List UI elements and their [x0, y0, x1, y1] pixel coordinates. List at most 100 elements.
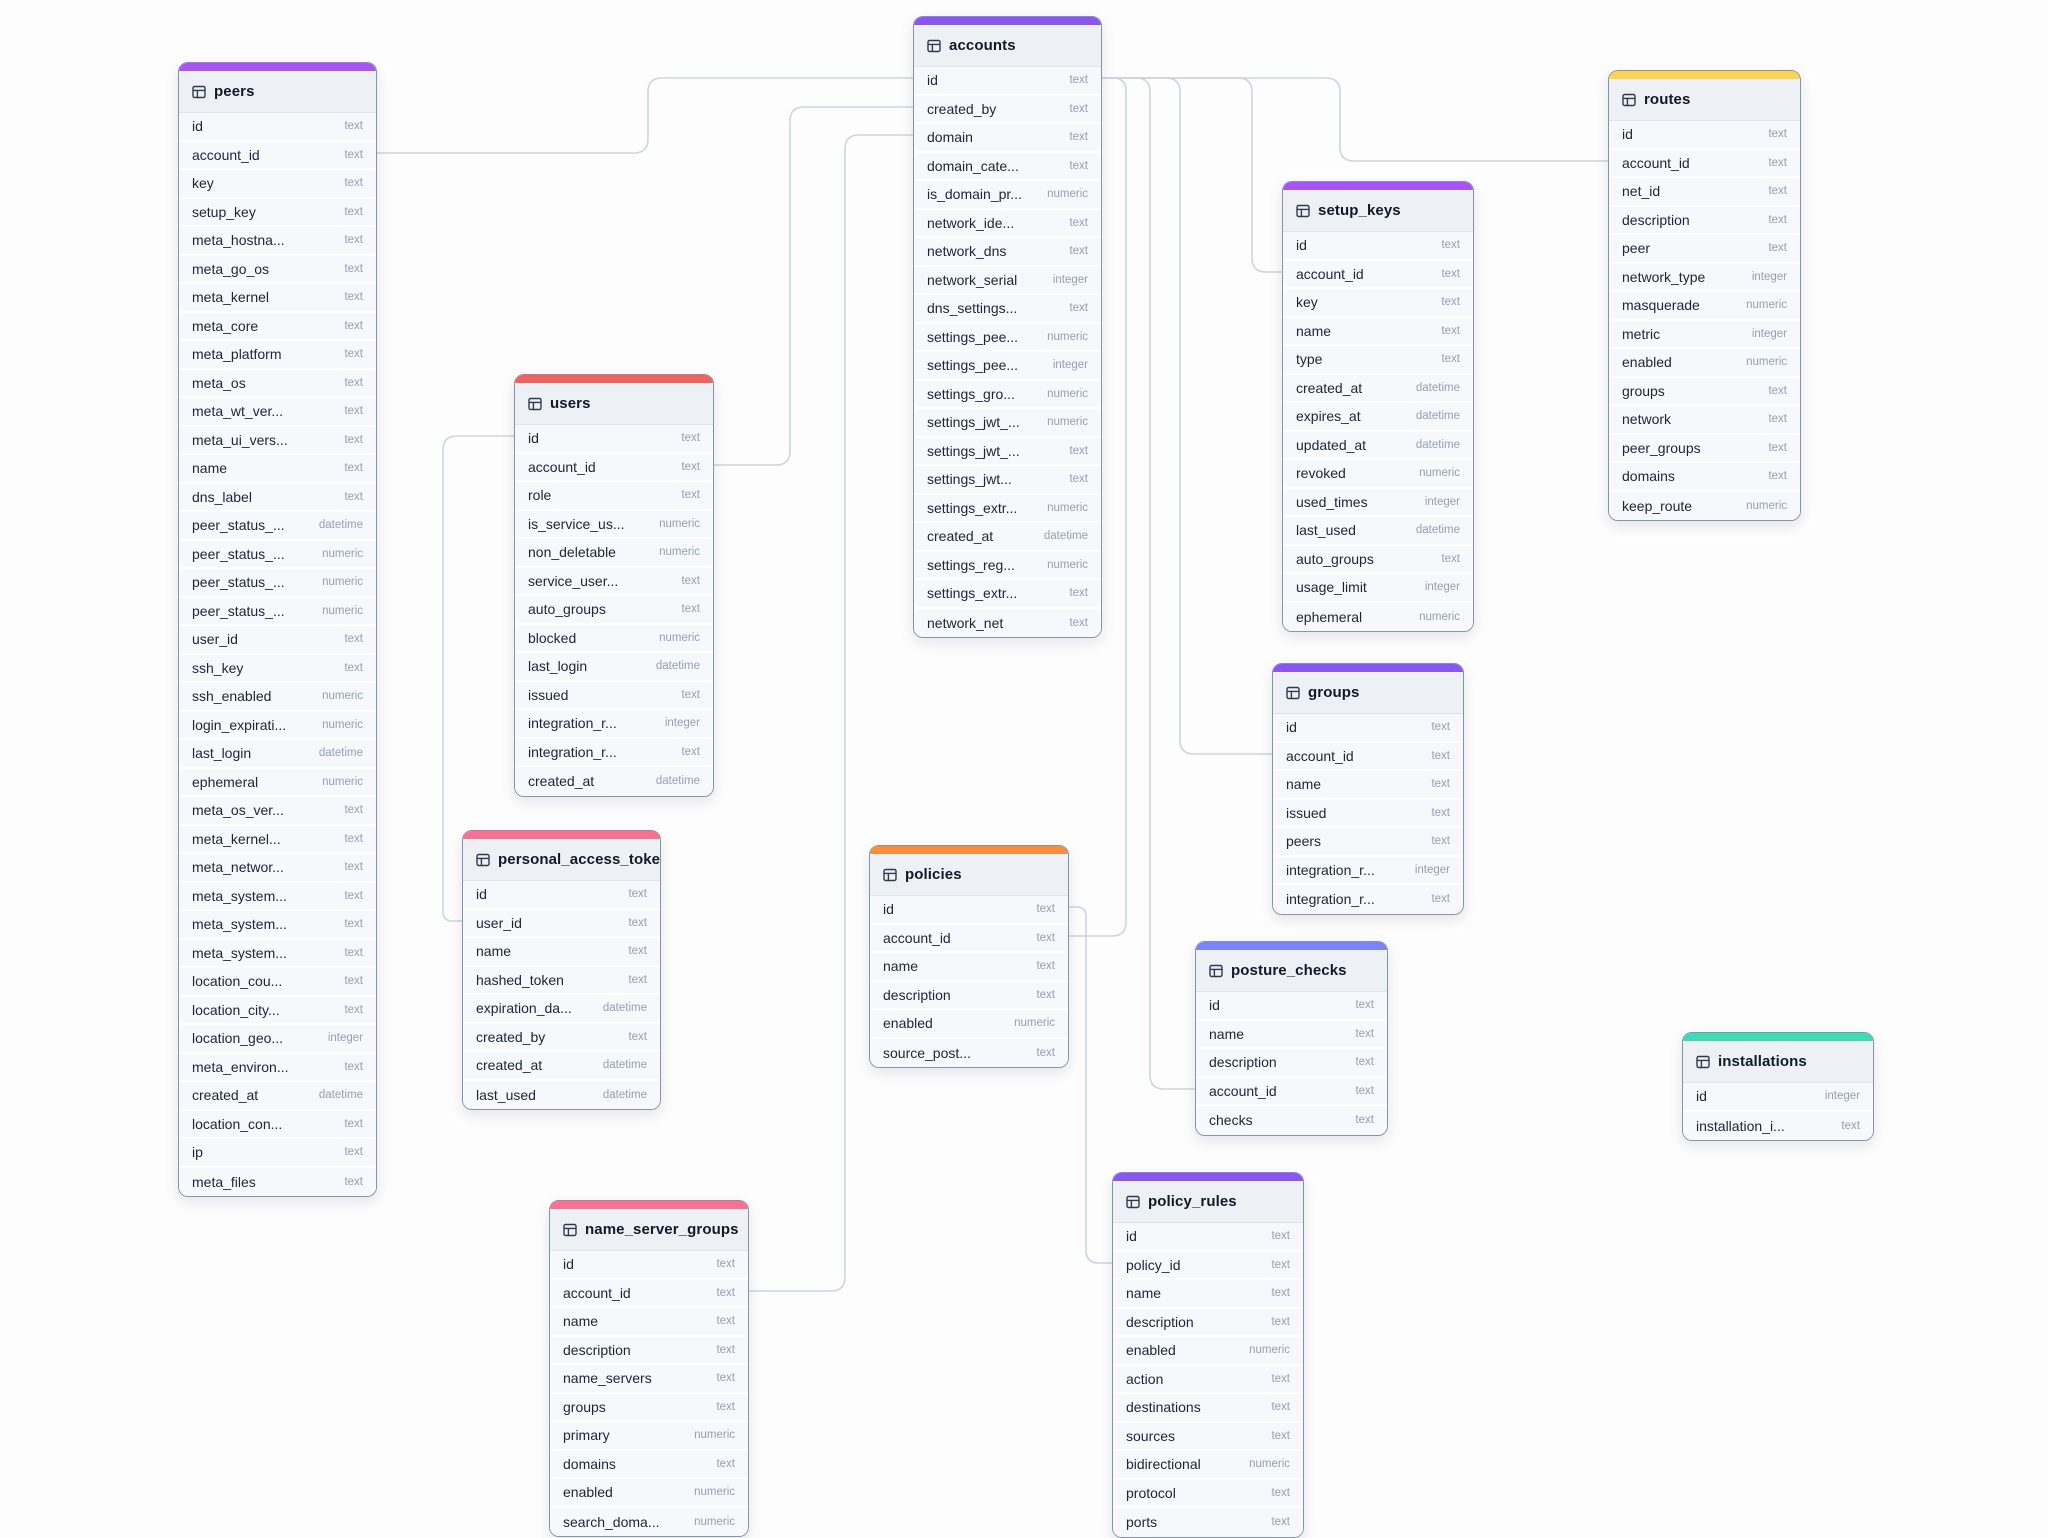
- field-row: is_domain_pr... numeric: [914, 181, 1101, 210]
- table-card-peers[interactable]: peers id text account_id text key text s…: [178, 62, 377, 1197]
- field-type: text: [1036, 960, 1055, 973]
- field-name: id: [1696, 1088, 1707, 1105]
- field-row: dns_settings... text: [914, 295, 1101, 324]
- field-row: is_service_us... numeric: [515, 510, 713, 539]
- field-type: text: [681, 489, 700, 502]
- field-type: text: [344, 120, 363, 133]
- field-type: datetime: [318, 1089, 363, 1102]
- table-card-name_server_groups[interactable]: name_server_groups id text account_id te…: [549, 1200, 749, 1537]
- table-card-policy_rules[interactable]: policy_rules id text policy_id text name…: [1112, 1172, 1304, 1538]
- table-card-users[interactable]: users id text account_id text role text …: [514, 374, 714, 797]
- field-name: user_id: [476, 914, 522, 931]
- field-type: integer: [1424, 581, 1460, 594]
- field-row: id text: [870, 896, 1068, 925]
- field-type: numeric: [694, 1429, 735, 1442]
- field-type: text: [716, 1400, 735, 1413]
- relationship-users.account_id-to-accounts.created_by: [712, 106, 913, 466]
- field-row: network_serial integer: [914, 266, 1101, 295]
- field-type: integer: [1424, 495, 1460, 508]
- table-header: personal_access_tokens: [463, 839, 660, 881]
- field-type: text: [681, 574, 700, 587]
- table-accent-bar: [1683, 1033, 1873, 1041]
- field-type: text: [344, 262, 363, 275]
- field-name: meta_ui_vers...: [192, 431, 288, 448]
- field-type: text: [1441, 267, 1460, 280]
- field-row: last_login datetime: [179, 740, 376, 769]
- table-card-posture_checks[interactable]: posture_checks id text name text descrip…: [1195, 941, 1388, 1136]
- field-type: text: [344, 861, 363, 874]
- field-name: last_login: [528, 658, 588, 675]
- field-row: settings_reg... numeric: [914, 551, 1101, 580]
- field-name: integration_r...: [1286, 891, 1375, 908]
- field-type: text: [1441, 353, 1460, 366]
- relationship-accounts.id-to-routes.account_id: [1100, 77, 1608, 162]
- field-name: dns_label: [192, 488, 252, 505]
- field-type: text: [1069, 216, 1088, 229]
- table-icon: [1126, 1195, 1140, 1208]
- field-row: id text: [179, 113, 376, 142]
- table-card-policies[interactable]: policies id text account_id text name te…: [869, 845, 1069, 1068]
- field-type: text: [1441, 239, 1460, 252]
- field-row: search_doma... numeric: [550, 1507, 748, 1536]
- field-row: metric integer: [1609, 320, 1800, 349]
- field-type: text: [344, 205, 363, 218]
- field-type: numeric: [1746, 299, 1787, 312]
- field-row: integration_r... integer: [1273, 856, 1463, 885]
- field-row: ephemeral numeric: [179, 768, 376, 797]
- field-row: meta_system... text: [179, 939, 376, 968]
- field-row: settings_pee... numeric: [914, 323, 1101, 352]
- field-row: blocked numeric: [515, 624, 713, 653]
- table-card-groups[interactable]: groups id text account_id text name text…: [1272, 663, 1464, 915]
- field-row: meta_go_os text: [179, 255, 376, 284]
- table-header: posture_checks: [1196, 950, 1387, 992]
- table-card-personal_access_tokens[interactable]: personal_access_tokens id text user_id t…: [462, 830, 661, 1110]
- table-card-routes[interactable]: routes id text account_id text net_id te…: [1608, 70, 1801, 521]
- field-name: settings_jwt...: [927, 471, 1012, 488]
- field-name: id: [1286, 719, 1297, 736]
- field-name: name: [1126, 1285, 1162, 1302]
- field-row: settings_jwt_... text: [914, 437, 1101, 466]
- field-type: text: [681, 688, 700, 701]
- field-row: name text: [179, 455, 376, 484]
- field-type: numeric: [1014, 1017, 1055, 1030]
- field-type: text: [1431, 893, 1450, 906]
- field-type: text: [628, 945, 647, 958]
- field-type: text: [1355, 999, 1374, 1012]
- field-row: created_at datetime: [515, 767, 713, 796]
- field-type: text: [344, 975, 363, 988]
- field-row: meta_os text: [179, 369, 376, 398]
- field-row: revoked numeric: [1283, 460, 1473, 489]
- field-type: text: [344, 832, 363, 845]
- field-name: account_id: [1286, 747, 1354, 764]
- field-name: issued: [1286, 804, 1327, 821]
- field-name: enabled: [1126, 1342, 1176, 1359]
- field-name: account_id: [883, 929, 951, 946]
- table-header: setup_keys: [1283, 190, 1473, 232]
- field-type: datetime: [1415, 381, 1460, 394]
- table-card-accounts[interactable]: accounts id text created_by text domain …: [913, 16, 1102, 638]
- field-type: integer: [1824, 1090, 1860, 1103]
- field-type: text: [716, 1372, 735, 1385]
- field-row: description text: [1196, 1049, 1387, 1078]
- field-name: meta_hostna...: [192, 232, 285, 249]
- field-type: integer: [1751, 327, 1787, 340]
- field-row: account_id text: [1609, 149, 1800, 178]
- field-name: account_id: [563, 1284, 631, 1301]
- field-name: peer_status_...: [192, 574, 285, 591]
- field-row: name text: [1113, 1280, 1303, 1309]
- field-row: enabled numeric: [550, 1479, 748, 1508]
- field-name: location_geo...: [192, 1030, 284, 1047]
- field-row: updated_at datetime: [1283, 431, 1473, 460]
- field-name: location_city...: [192, 1001, 280, 1018]
- table-card-setup_keys[interactable]: setup_keys id text account_id text key t…: [1282, 181, 1474, 632]
- field-name: name: [883, 958, 919, 975]
- field-name: dns_settings...: [927, 300, 1018, 317]
- field-name: network_ide...: [927, 214, 1015, 231]
- field-type: text: [344, 462, 363, 475]
- table-card-installations[interactable]: installations id integer installation_i.…: [1682, 1032, 1874, 1141]
- field-row: setup_key text: [179, 198, 376, 227]
- field-type: text: [1768, 470, 1787, 483]
- field-name: destinations: [1126, 1399, 1201, 1416]
- table-accent-bar: [1196, 942, 1387, 950]
